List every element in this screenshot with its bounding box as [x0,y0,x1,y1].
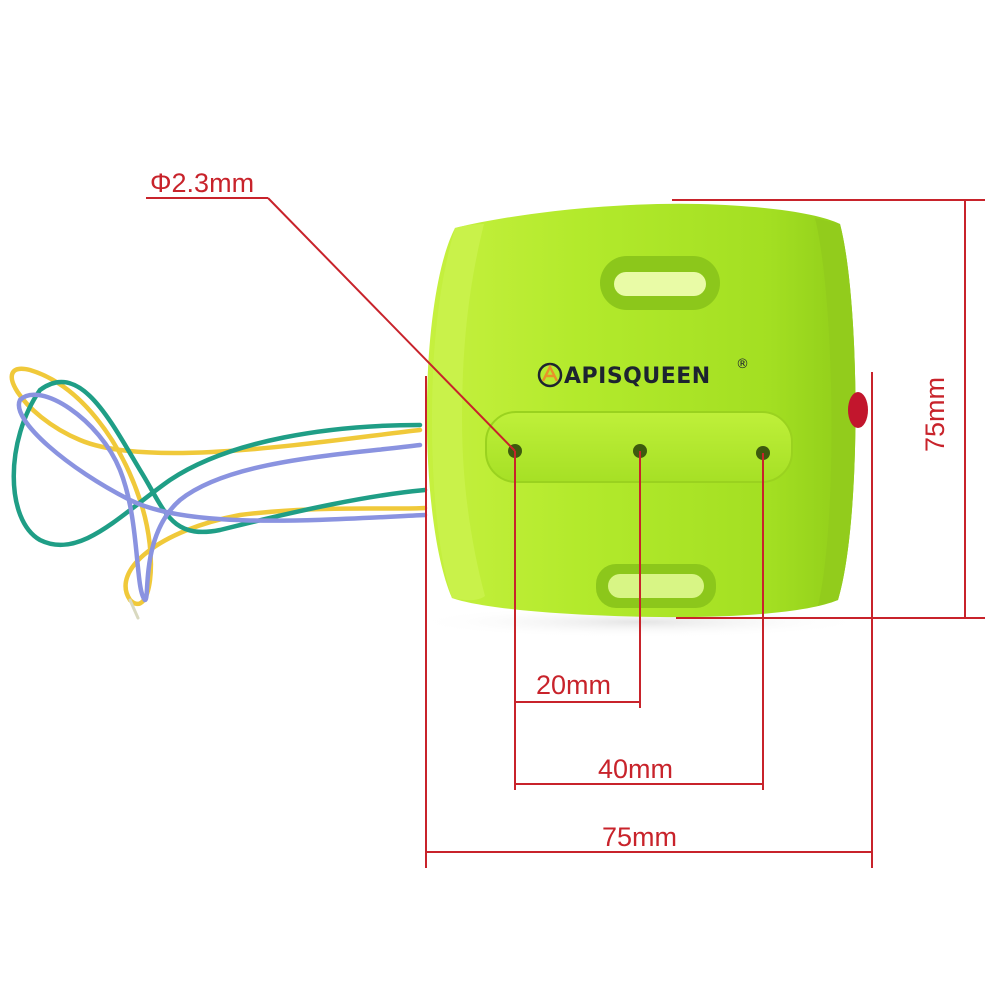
brand-emblem-mark-icon [541,364,559,382]
red-tip [848,392,868,428]
trademark-symbol: ® [736,357,749,372]
wire-blue [16,392,428,603]
spacing-20-label: 20mm [536,670,611,700]
hole-diameter-leader [267,197,516,452]
height-label: 75mm [920,377,950,452]
top-slot-inner [614,272,706,296]
left-rim [432,224,485,601]
wire-stub [128,598,140,620]
brand-logo: APISQUEEN ® [537,357,749,389]
hole-diameter-label: Φ2.3mm [150,168,254,198]
bottom-slot-inner [608,574,704,598]
dimension-annotations: Φ2.3mm 20mm 40mm 75mm 75mm [146,168,985,868]
spacing-40-label: 40mm [598,754,673,784]
motor-shell [426,203,856,618]
wire-yellow [9,366,428,607]
width-label: 75mm [602,822,677,852]
right-edge [815,218,856,606]
motor-body [426,203,868,618]
motor-wires [9,366,428,620]
brand-emblem-icon [537,362,563,388]
brand-name: APISQUEEN [564,364,711,389]
